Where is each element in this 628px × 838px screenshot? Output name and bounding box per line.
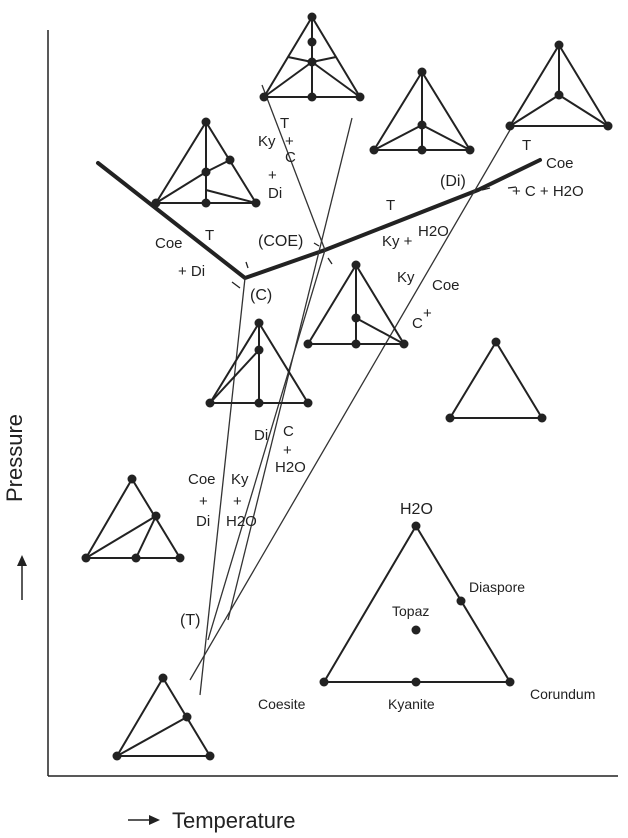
chemography-top-mid-right [369, 67, 475, 155]
rxn-label: C [412, 315, 423, 332]
reaction-line-e [189, 129, 511, 681]
legend-coesite-label: Coesite [258, 696, 306, 712]
rxn-label: Ky [397, 269, 415, 286]
y-axis-title: Pressure [2, 414, 27, 502]
rxn-label: T [386, 197, 395, 214]
chemography-left-middle [205, 318, 313, 408]
reaction-line-a [261, 84, 326, 251]
rxn-label: Coe [432, 277, 460, 294]
rxn-label: + [233, 493, 242, 510]
chemography-top-left [151, 117, 261, 208]
rxn-label: + C + H2O [512, 183, 584, 200]
rxn-label: + [268, 167, 277, 184]
tick-coe-2 [327, 257, 333, 265]
legend-apex-label: H2O [400, 501, 433, 518]
chemography-right [445, 337, 547, 423]
rxn-label: C [283, 423, 294, 440]
legend-triangle [319, 521, 515, 687]
legend-diaspore-label: Diaspore [469, 579, 525, 595]
rxn-label: T [522, 137, 531, 154]
rxn-label: Coe [155, 235, 183, 252]
tick-coe-1 [313, 242, 320, 247]
y-axis-arrowhead [17, 555, 27, 566]
inv-point-di: (Di) [440, 173, 466, 190]
rxn-label: + Di [178, 263, 205, 280]
chemography-bottom-left [112, 673, 215, 761]
chemography-top-center [259, 12, 365, 102]
rxn-label: Coe [188, 471, 216, 488]
x-axis-title: Temperature [172, 808, 296, 833]
rxn-label: H2O [418, 223, 449, 240]
rxn-label: T [280, 115, 289, 132]
legend-corundum-label: Corundum [530, 686, 595, 702]
tick-c-1 [231, 281, 241, 289]
rxn-label: Di [254, 427, 268, 444]
chemography-top-right [505, 40, 613, 131]
rxn-label: H2O [275, 459, 306, 476]
rxn-label: C [285, 149, 296, 166]
chemography-middle [303, 260, 409, 349]
tick-c-2 [245, 261, 249, 269]
rxn-label: + [283, 442, 292, 459]
rxn-label: H2O [226, 513, 257, 530]
reaction-line-d [207, 249, 326, 641]
rxn-label: Ky + [382, 233, 413, 250]
tick-di-2 [507, 186, 517, 189]
inv-point-coe: (COE) [258, 233, 303, 250]
reaction-line-c [199, 277, 246, 696]
legend-topaz-label: Topaz [392, 603, 429, 619]
rxn-label: Di [268, 185, 282, 202]
chemography-left-lower [81, 474, 185, 563]
rxn-label: T [205, 227, 214, 244]
inv-point-t: (T) [180, 612, 200, 629]
rxn-label: + [285, 133, 294, 150]
x-axis-arrowhead [149, 815, 160, 825]
tick-di [481, 187, 491, 191]
rxn-label: Ky [231, 471, 249, 488]
reaction-line-b [227, 117, 353, 621]
rxn-label: + [423, 305, 432, 322]
inv-point-c: (C) [250, 287, 272, 304]
rxn-label: Ky [258, 133, 276, 150]
rxn-label: + [199, 493, 208, 510]
legend-kyanite-label: Kyanite [388, 696, 435, 712]
rxn-label: Coe [546, 155, 574, 172]
boundary-line-thick [96, 158, 542, 281]
rxn-label: Di [196, 513, 210, 530]
